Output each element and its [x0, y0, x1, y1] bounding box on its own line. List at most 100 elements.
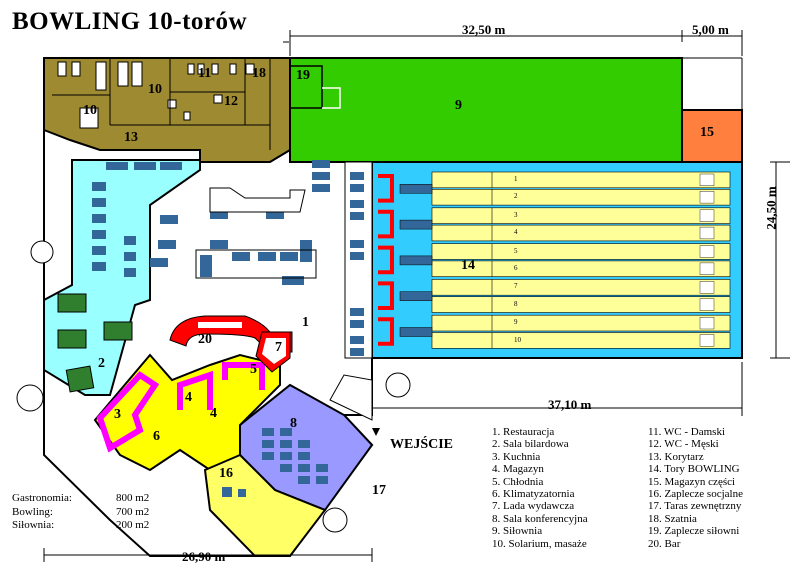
- room-label-8: 8: [290, 416, 297, 431]
- area-label: Bowling:: [12, 505, 53, 518]
- pin-deck: [699, 191, 715, 204]
- pin-deck: [699, 334, 715, 347]
- room-label-17: 17: [372, 483, 386, 498]
- room-label-14: 14: [461, 258, 475, 273]
- room-label-16: 16: [219, 466, 233, 481]
- area-row: Bowling: 700 m2: [12, 506, 149, 520]
- room-label-9: 9: [455, 98, 462, 113]
- legend-item: 7. Lada wydawcza: [492, 500, 575, 513]
- legend-item: 12. WC - Męski: [648, 438, 719, 451]
- dim-top-main: 32,50 m: [462, 22, 506, 37]
- ball-return: [399, 291, 433, 301]
- bowling-lane: [431, 189, 731, 206]
- legend-item: 17. Taras zewnętrzny: [648, 500, 742, 513]
- billiard-seating: [92, 162, 182, 277]
- bowling-lane: [431, 243, 731, 260]
- legend-item: 4. Magazyn: [492, 463, 544, 476]
- terrace-stairs: [329, 374, 373, 421]
- legend-item: 6. Klimatyzatornia: [492, 488, 575, 501]
- legend-item: 9. Siłownia: [492, 525, 543, 538]
- pin-deck: [699, 317, 715, 330]
- room-label-4a: 4: [185, 390, 192, 405]
- gym-backroom: [290, 65, 323, 109]
- room-label-15: 15: [700, 125, 714, 140]
- room-label-18: 18: [252, 66, 266, 81]
- legend-item: 11. WC - Damski: [648, 426, 725, 438]
- pool-tables: [57, 293, 133, 393]
- lane-bench: [378, 245, 394, 275]
- lane-seating: [350, 172, 364, 356]
- dimension-lines: [43, 30, 790, 562]
- gym-partition: [322, 87, 341, 109]
- legend-item: 5. Chłodnia: [492, 475, 544, 488]
- ball-return: [399, 219, 433, 230]
- area-row: Siłownia: 200 m2: [12, 519, 149, 533]
- lane-number: 5: [514, 246, 518, 255]
- social-furniture: [222, 487, 246, 497]
- lane-number: 10: [514, 335, 521, 344]
- conference-tables: [262, 428, 328, 484]
- area-stats: Gastronomia: 800 m2 Bowling: 700 m2 Siło…: [12, 492, 149, 533]
- reception-counter: [209, 187, 306, 213]
- legend-item: 18. Szatnia: [648, 512, 697, 525]
- dim-lanes-width: 37,10 m: [548, 397, 592, 412]
- legend-item: 10. Solarium, masaże: [492, 537, 587, 550]
- service-walls: [52, 58, 271, 150]
- pin-deck: [699, 245, 715, 258]
- lane-bench: [378, 317, 394, 346]
- entrance-label: WEJŚCIE: [390, 437, 454, 452]
- legend-column-1: 1. Restauracja 2. Sala bilardowa 3. Kuch…: [492, 426, 588, 550]
- room-label-13: 13: [124, 130, 138, 145]
- room-label-1: 1: [302, 315, 309, 330]
- service-partitions: [57, 61, 255, 129]
- room-label-6: 6: [153, 429, 160, 444]
- lane-number: 3: [514, 210, 518, 219]
- parts-storage: [681, 109, 743, 163]
- legend-item: 19. Zaplecze siłowni: [648, 525, 740, 538]
- restaurant-tables: [150, 160, 330, 285]
- lane-number: 8: [514, 299, 518, 308]
- bowling-lane: [431, 279, 731, 296]
- bowling-lane: [431, 171, 731, 189]
- cold-room-walls: [96, 362, 265, 453]
- legend-item: 13. Korytarz: [648, 450, 704, 463]
- kitchen-area: [93, 353, 281, 472]
- bar-stool-row: [198, 322, 242, 328]
- bowling-lane: [431, 207, 731, 224]
- pin-deck: [699, 209, 715, 222]
- room-label-10b: 10: [148, 82, 162, 97]
- room-label-5: 5: [250, 362, 257, 377]
- lane-number: 1: [514, 175, 518, 183]
- bowling-lane: [431, 332, 731, 349]
- area-value: 800 m2: [116, 492, 150, 504]
- lane-number: 6: [514, 263, 518, 272]
- pin-deck: [699, 281, 715, 294]
- lane-bench: [378, 209, 394, 239]
- central-booths: [195, 249, 317, 279]
- legend-item: 8. Sala konferencyjna: [492, 512, 588, 525]
- dim-bottom: 26,90 m: [182, 549, 226, 564]
- lane-number: 4: [514, 228, 518, 237]
- room-label-3: 3: [114, 407, 121, 422]
- lane-bench: [378, 281, 394, 310]
- bowling-lane: [431, 260, 731, 277]
- room-label-19: 19: [296, 68, 310, 83]
- area-value: 200 m2: [116, 519, 150, 531]
- lane-number: 9: [514, 318, 518, 327]
- room-label-11: 11: [198, 66, 212, 81]
- bowling-lane: [431, 296, 731, 313]
- room-label-4b: 4: [210, 406, 217, 421]
- room-label-10a: 10: [83, 103, 97, 118]
- gym-room: [289, 57, 683, 163]
- pin-deck: [699, 173, 715, 187]
- room-label-20: 20: [198, 332, 212, 347]
- lane-number: 7: [514, 282, 518, 291]
- ball-return: [399, 327, 433, 337]
- pin-deck: [699, 226, 715, 240]
- area-value: 700 m2: [116, 505, 150, 518]
- pin-deck: [699, 298, 715, 311]
- lane-bench: [378, 174, 394, 203]
- legend-item: 20. Bar: [648, 537, 681, 550]
- lane-number: 2: [514, 192, 518, 201]
